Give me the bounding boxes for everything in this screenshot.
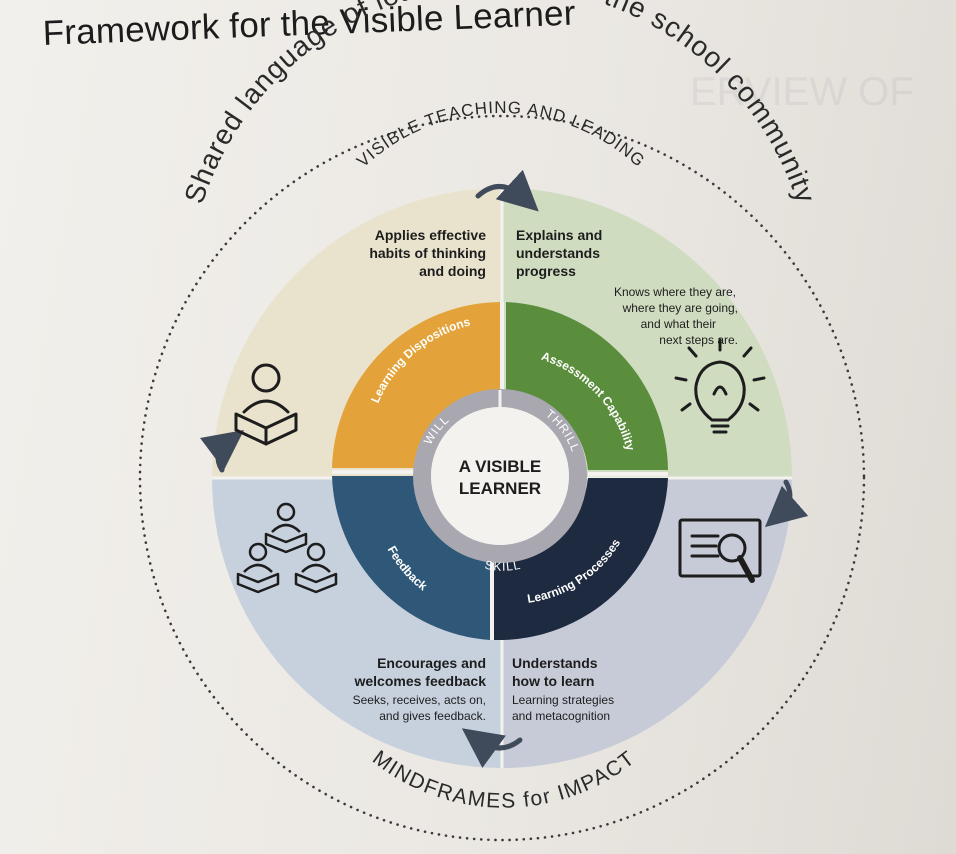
- svg-text:next steps are.: next steps are.: [659, 333, 738, 347]
- svg-text:Applies effective: Applies effective: [375, 227, 486, 243]
- svg-text:progress: progress: [516, 263, 576, 279]
- svg-text:and what their: and what their: [641, 317, 716, 331]
- svg-text:Learning strategies: Learning strategies: [512, 693, 614, 707]
- skill-label: SKILL: [484, 558, 523, 574]
- svg-text:and doing: and doing: [419, 263, 486, 279]
- svg-text:and gives feedback.: and gives feedback.: [379, 709, 486, 723]
- segment-assessment-capability: [506, 302, 668, 470]
- svg-text:Seeks, receives, acts on,: Seeks, receives, acts on,: [353, 693, 486, 707]
- svg-text:Understands: Understands: [512, 655, 598, 671]
- svg-text:Explains and: Explains and: [516, 227, 602, 243]
- segment-learning-dispositions: [332, 302, 502, 468]
- svg-text:and metacognition: and metacognition: [512, 709, 610, 723]
- lightbulb-icon: [674, 338, 766, 434]
- svg-text:understands: understands: [516, 245, 600, 261]
- monitor-search-icon: [678, 518, 762, 583]
- quadrant-text-top-right: Explains and understands progress Knows …: [516, 227, 738, 347]
- outer-dotted-ring: [138, 114, 866, 842]
- svg-text:where they are going,: where they are going,: [622, 301, 738, 315]
- center-title-line2: LEARNER: [459, 479, 541, 498]
- center-title-line1: A VISIBLE: [459, 457, 542, 476]
- arrow-top: [475, 169, 539, 212]
- svg-text:how to learn: how to learn: [512, 673, 594, 689]
- arrow-right: [764, 479, 809, 528]
- quadrant-text-bottom-right: Understands how to learn Learning strate…: [512, 655, 614, 723]
- svg-text:Knows where they are,: Knows where they are,: [614, 285, 736, 299]
- arrow-bottom: [461, 728, 523, 768]
- quadrant-text-top-left: Applies effective habits of thinking and…: [369, 227, 486, 279]
- segment-learning-processes: [494, 478, 668, 641]
- quadrant-text-bottom-left: Encourages and welcomes feedback Seeks, …: [353, 655, 487, 723]
- svg-text:welcomes feedback: welcomes feedback: [353, 673, 486, 689]
- svg-text:Encourages and: Encourages and: [377, 655, 486, 671]
- visible-teaching-label: VISIBLE TEACHING AND LEADING: [353, 98, 649, 171]
- arrow-left: [199, 429, 244, 473]
- segment-feedback: [332, 476, 490, 640]
- svg-text:habits of thinking: habits of thinking: [369, 245, 486, 261]
- reader-icon: [234, 363, 298, 446]
- group-readers-icon: [236, 502, 338, 594]
